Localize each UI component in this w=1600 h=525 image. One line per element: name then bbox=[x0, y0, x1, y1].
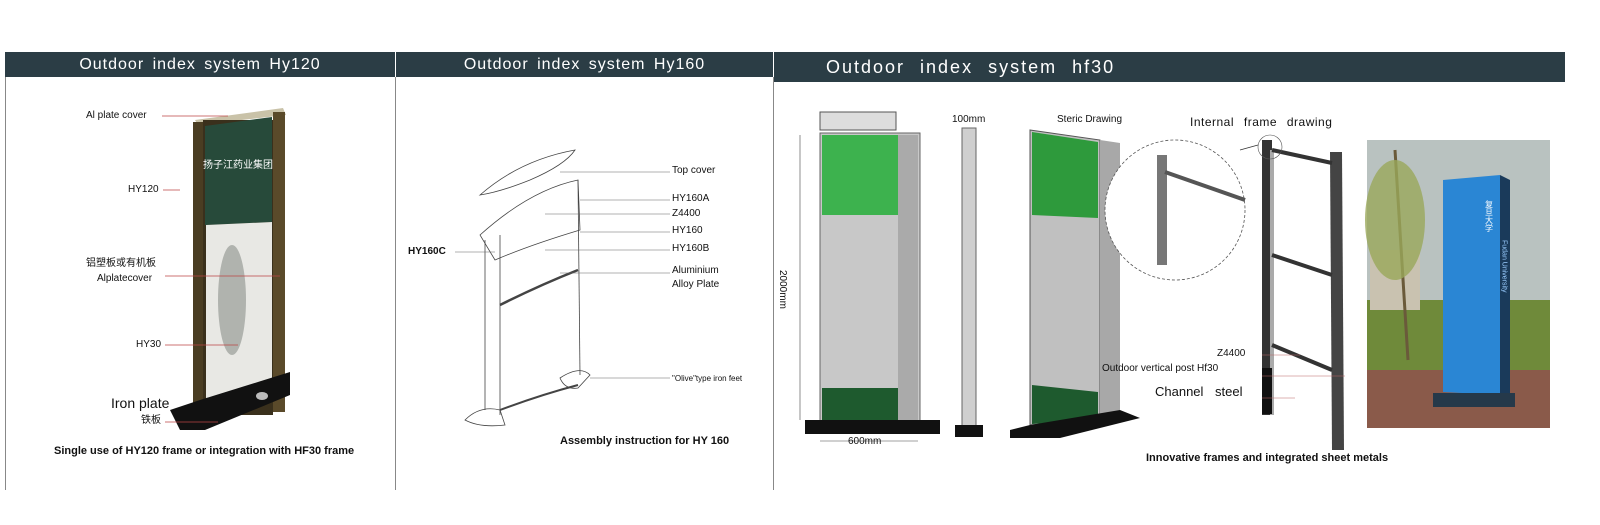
caption-hf30: Innovative frames and integrated sheet m… bbox=[1146, 452, 1389, 464]
divider bbox=[395, 77, 396, 490]
hy120-leaders bbox=[162, 115, 280, 423]
installed-sign-photo: 复旦大学 Fudan University bbox=[1365, 140, 1550, 428]
label-iron-plate: Iron plate bbox=[111, 395, 170, 411]
label-al-plate-cover: Al plate cover bbox=[86, 110, 147, 121]
panel-title-hy120: Outdoor index system Hy120 bbox=[5, 52, 395, 77]
label-100mm: 100mm bbox=[952, 114, 986, 125]
label-olive-feet: "Olive"type iron feet bbox=[672, 374, 743, 383]
panel-title-hf30: Outdoor index system hf30 bbox=[774, 52, 1565, 82]
hf30-front-view bbox=[799, 111, 983, 442]
divider bbox=[773, 77, 774, 490]
label-internal-frame: Internal frame drawing bbox=[1190, 115, 1333, 129]
label-hy160b: HY160B bbox=[672, 243, 710, 254]
panel-title-hy160: Outdoor index system Hy160 bbox=[396, 52, 773, 77]
label-alloy-plate: Alloy Plate bbox=[672, 279, 720, 290]
label-hy160c: HY160C bbox=[408, 246, 446, 257]
label-cn-plate: 铝塑板或有机板 bbox=[86, 258, 156, 269]
label-iron-plate-cn: 铁板 bbox=[141, 415, 161, 426]
label-vertical-post: Outdoor vertical post Hf30 bbox=[1102, 363, 1219, 374]
caption-hy120: Single use of HY120 frame or integration… bbox=[54, 445, 355, 457]
sign-brand-text: 扬子江药业集团 bbox=[203, 158, 273, 171]
label-600mm: 600mm bbox=[848, 436, 882, 447]
label-z4400: Z4400 bbox=[672, 208, 701, 219]
label-alplatecover: Alplatecover bbox=[97, 273, 153, 284]
hf30-internal-frame bbox=[1239, 134, 1344, 450]
caption-hy160: Assembly instruction for HY 160 bbox=[560, 435, 730, 447]
label-aluminium: Aluminium bbox=[672, 265, 719, 276]
label-z4400-hf30: Z4400 bbox=[1217, 348, 1246, 359]
divider bbox=[5, 77, 6, 490]
hf30-steric-view bbox=[1010, 129, 1246, 438]
hy120-sign-illustration: 扬子江药业集团 bbox=[170, 108, 290, 430]
label-hy160a: HY160A bbox=[672, 193, 710, 204]
label-2000mm: 2000mm bbox=[777, 270, 788, 309]
label-hy160: HY160 bbox=[672, 225, 703, 236]
hy160-exploded-drawing bbox=[464, 149, 591, 427]
label-hy30: HY30 bbox=[136, 339, 162, 350]
photo-sign-cn: 复旦大学 bbox=[1485, 199, 1494, 232]
label-hy120: HY120 bbox=[128, 184, 159, 195]
label-top-cover: Top cover bbox=[672, 165, 716, 176]
photo-sign-en: Fudan University bbox=[1501, 240, 1508, 293]
hy160-leaders bbox=[455, 171, 670, 379]
label-channel-steel: Channel steel bbox=[1155, 384, 1243, 399]
hf30-leaders bbox=[1262, 354, 1345, 399]
label-steric-drawing: Steric Drawing bbox=[1057, 114, 1123, 125]
